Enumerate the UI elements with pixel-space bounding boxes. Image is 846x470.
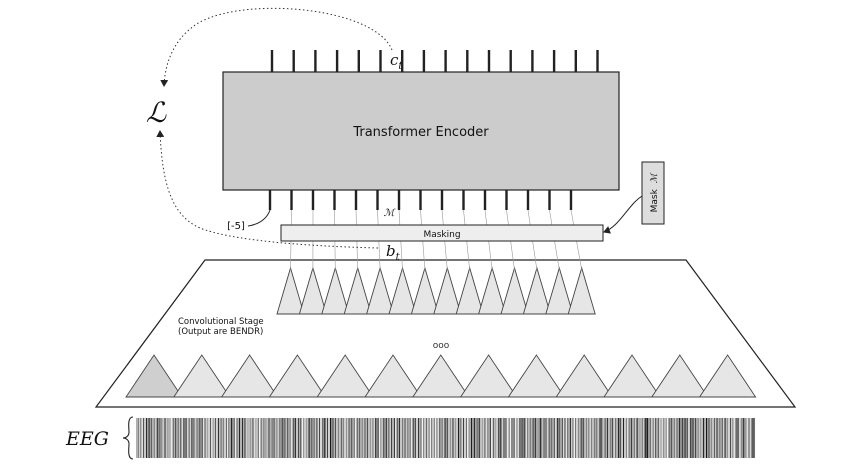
transformer-encoder-label: Transformer Encoder — [352, 125, 489, 140]
conv-triangle — [172, 354, 231, 398]
conv-triangle — [411, 354, 470, 398]
mask-box-label: Maskℳ — [650, 172, 660, 212]
conv-triangle — [698, 354, 757, 398]
bendr-output-triangle — [433, 266, 462, 315]
mask-symbol-annotation: ℳ — [384, 208, 396, 219]
convolutional-stage-panel — [94, 259, 797, 408]
conv-triangle — [507, 354, 566, 398]
mask-box — [641, 161, 665, 225]
bendr-output-triangle — [545, 266, 574, 315]
conv-bottom-triangles — [125, 354, 757, 398]
encoder-output-tokens — [270, 50, 599, 72]
conv-triangle — [220, 354, 279, 398]
conv-triangle — [555, 354, 614, 398]
bendr-output-triangle — [388, 266, 417, 315]
bendr-output-triangle — [410, 266, 440, 315]
eeg-label: EEG — [65, 428, 109, 450]
ct-label: ct — [390, 51, 403, 72]
encoder-input-tokens — [268, 190, 573, 210]
transformer-encoder-box — [222, 71, 620, 191]
bt-label: bt — [386, 242, 401, 263]
bendr-output-triangle — [298, 266, 328, 315]
conv-triangle — [603, 354, 661, 398]
eeg-brace — [122, 416, 134, 460]
bendr-output-triangle — [477, 266, 507, 315]
mask-box-label-group: Maskℳ — [650, 172, 660, 212]
bendr-output-triangle — [276, 266, 305, 315]
conv-triangle — [316, 354, 375, 398]
eeg-signal — [136, 418, 756, 458]
conv-stage-title: Convolutional Stage — [178, 317, 264, 327]
conv-triangle — [125, 354, 183, 398]
start-token-label: [-5] — [227, 221, 245, 232]
masking-bar — [280, 224, 604, 242]
bendr-output-triangle — [455, 266, 484, 315]
loss-symbol: ℒ — [146, 96, 167, 129]
bendr-output-triangle — [522, 266, 552, 315]
bendr-output-triangle — [567, 266, 596, 315]
bendr-output-triangle — [321, 266, 350, 315]
conv-stage-subtitle: (Output are BENDR) — [178, 327, 263, 337]
bendr-output-triangle — [365, 266, 395, 315]
conv-triangle — [459, 354, 518, 398]
ellipsis-dots: ooo — [433, 341, 450, 351]
start-token-connector — [247, 209, 271, 227]
conv-triangle — [364, 354, 422, 398]
conv-output-triangles — [276, 266, 596, 315]
ct-to-loss-arrow — [160, 7, 393, 87]
bt-to-loss-arrow — [156, 130, 379, 249]
conv-triangle — [268, 354, 327, 398]
conv-triangle — [650, 354, 709, 398]
bendr-output-triangle — [343, 266, 372, 315]
mask-to-masking-arrow — [603, 195, 643, 234]
bendr-output-triangle — [500, 266, 529, 315]
masking-label: Masking — [423, 230, 460, 240]
